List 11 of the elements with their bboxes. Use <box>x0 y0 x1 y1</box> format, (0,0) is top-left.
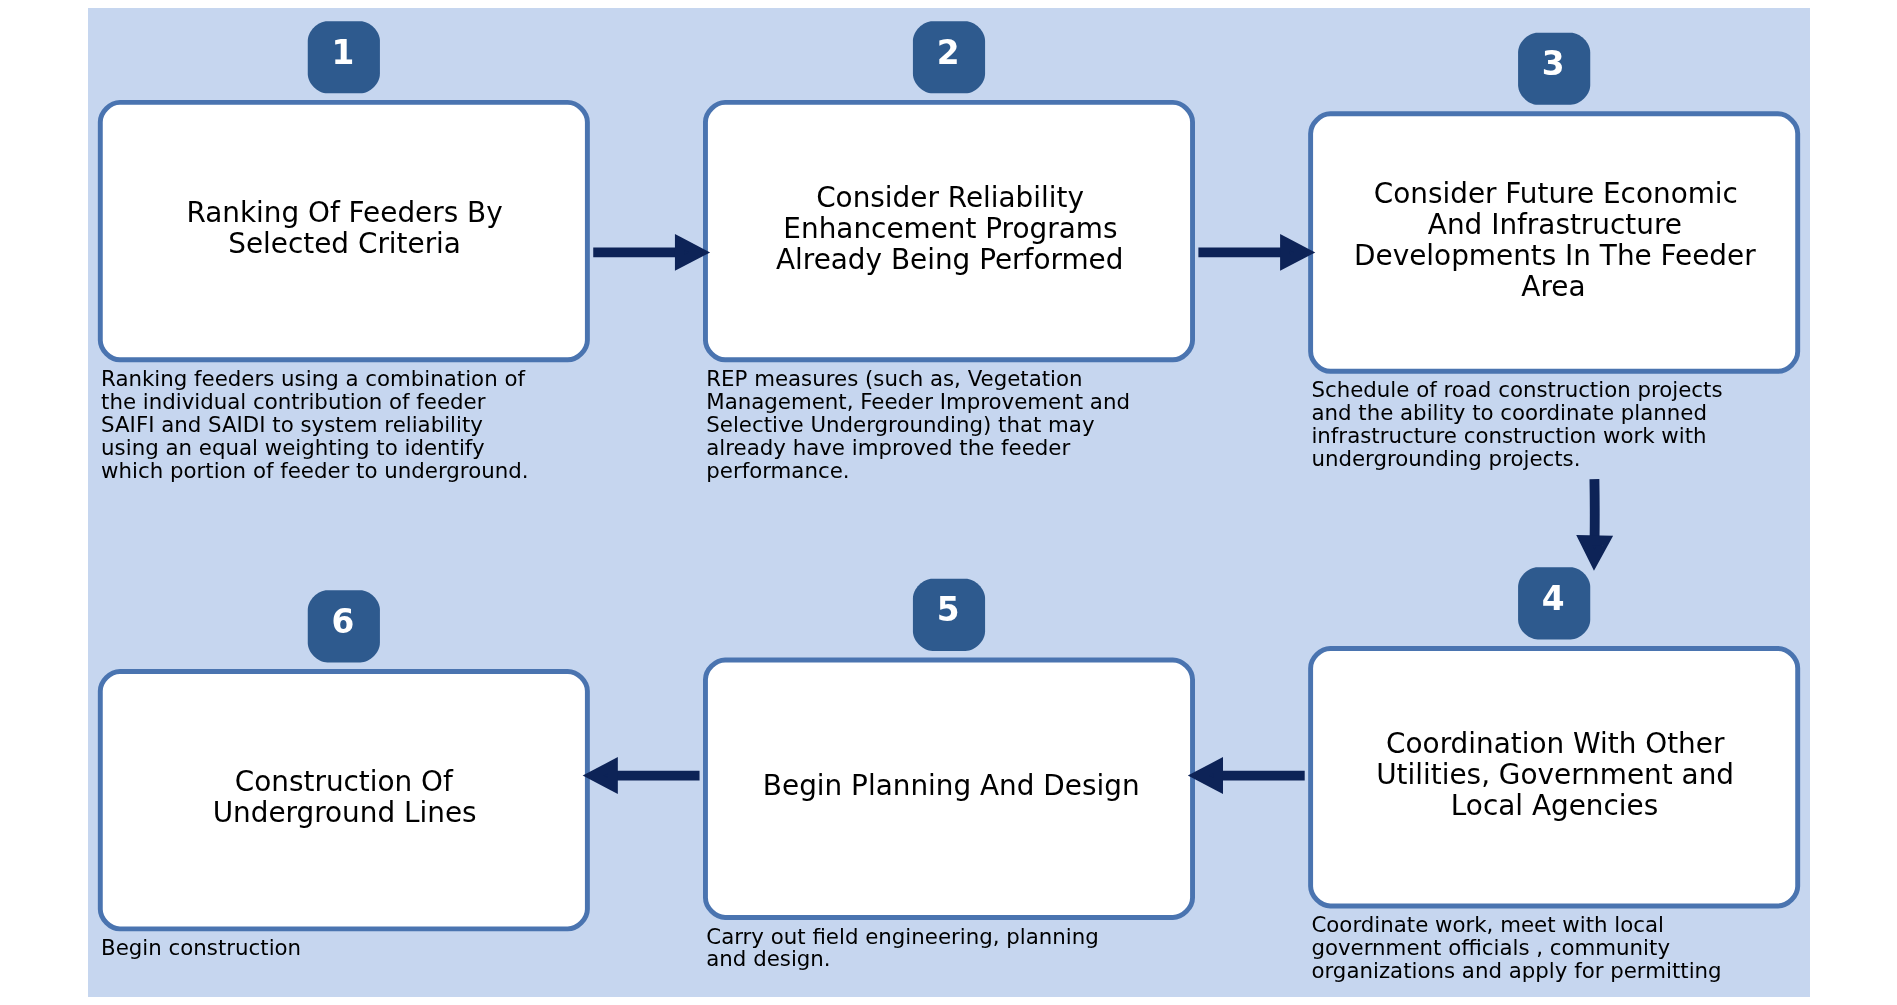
node-label: Coordinate work, meet with local government officials , community organizations and apply for permitting <box>1310 912 1722 983</box>
node-label: Begin construction <box>100 934 301 960</box>
node-label: Ranking feeders using a combination of the individual contribution of feeder SAIFI and SAIDI to system reliability using an equal weighting to identify which portion of feeder to underground. <box>100 365 529 483</box>
arrow <box>592 233 710 271</box>
node-label: Schedule of road construction projects and the ability to coordinate planned infrastructure construction work with undergrounding projects. <box>1310 377 1723 472</box>
arrow <box>1575 478 1613 571</box>
arrow <box>582 757 700 795</box>
node-label: REP measures (such as, Vegetation Management, Feeder Improvement and Selective Undergrounding) that may already have improved the feeder performance. <box>705 365 1130 483</box>
arrow <box>1187 757 1305 795</box>
node-label: Carry out field engineering, planning and design. <box>705 923 1099 972</box>
arrow <box>1197 233 1315 271</box>
